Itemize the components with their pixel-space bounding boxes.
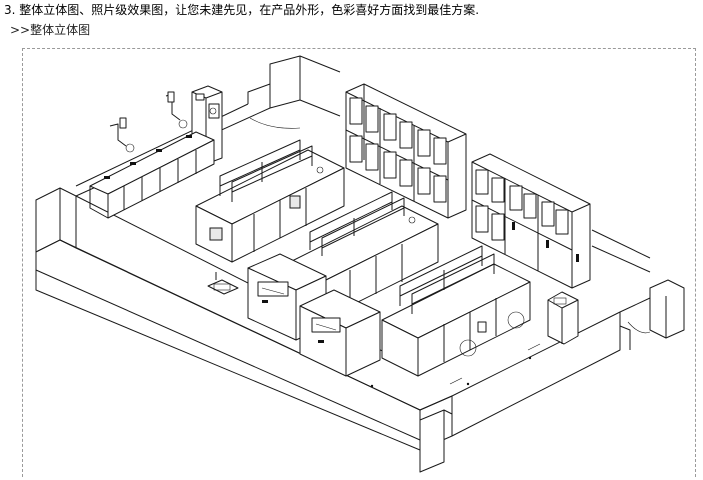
storage-cabinets-group-2 [471, 153, 591, 289]
island-bench-2 [289, 191, 439, 319]
perimeter-wall-bottom [419, 311, 621, 473]
section-heading: >>整体立体图 [10, 23, 91, 37]
page-caption: 3. 整体立体图、照片级效果图，让您未建先见，在产品外形，色彩喜好方面找到最佳方… [4, 3, 480, 17]
storage-cabinets-group-1 [345, 83, 467, 219]
drawing-frame [22, 48, 696, 477]
perimeter-wall-right [591, 229, 685, 350]
wall-bench-left [89, 91, 215, 219]
sink-left [207, 272, 239, 295]
door-swing-right [627, 321, 651, 334]
island-bench-1 [195, 139, 345, 263]
central-bench-hoods [247, 253, 381, 377]
sink-right [547, 291, 579, 345]
island-bench-3 [381, 245, 531, 377]
door-swing-top [249, 117, 301, 129]
floor-marks [370, 343, 541, 388]
